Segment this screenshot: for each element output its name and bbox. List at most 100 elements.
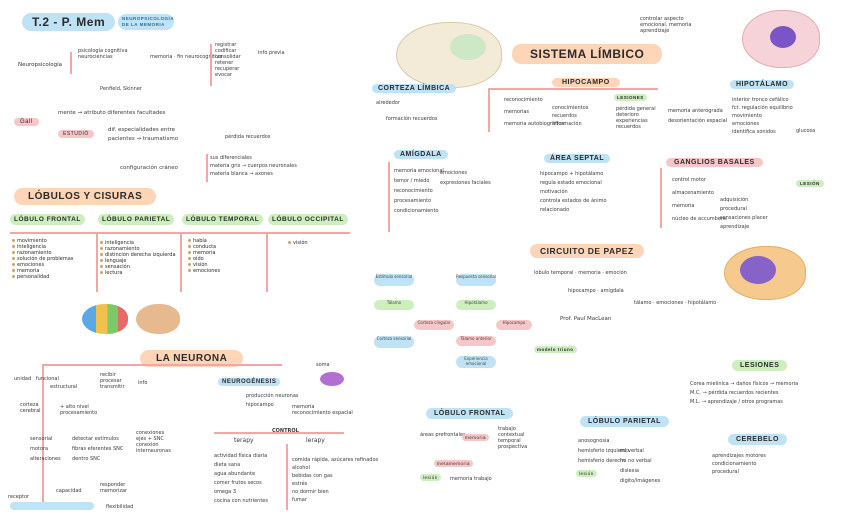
brain-papez-inner	[740, 256, 776, 284]
papez-left: Prof. Paul MacLean	[560, 316, 612, 322]
gall-bracket	[206, 154, 208, 182]
lobfrontal-memtrabajo: memoria trabajo	[450, 476, 492, 482]
control-line	[214, 432, 344, 434]
lobulo-occipital-list: visión	[288, 240, 308, 246]
lobfrontal-left: áreas prefrontales	[420, 432, 466, 438]
hipo-line	[488, 88, 658, 90]
gall-line2c: pérdida recuerdos	[225, 134, 271, 140]
brain-caption: ·	[180, 307, 182, 311]
papez-line1: lóbulo temporal · memoria · emoción	[534, 270, 627, 276]
lerapy-label: lerapy	[306, 437, 325, 444]
lob-div2	[180, 232, 182, 292]
hipotalamo-title: HIPOTÁLAMO	[730, 80, 795, 89]
lob-div1	[96, 232, 98, 292]
flow-box-8: Experiencia emocional	[456, 356, 496, 368]
terapy-label: terapy	[234, 437, 254, 444]
corteza-item2: formación recuerdos	[386, 116, 438, 122]
ganglios-title: GANGLIOS BASALES	[666, 158, 763, 167]
flow-box-5: Corteza cingular	[414, 320, 454, 330]
neurogenesis-label: NEUROGÉNESIS	[218, 378, 281, 386]
control-div	[286, 444, 288, 510]
lobulo-parietal-list: inteligencia razonamiento distinción der…	[100, 240, 176, 276]
lesiones-items: Corea mielínica → daños físicos → memori…	[690, 381, 799, 405]
lobfrontal-memoria: memoria	[462, 434, 490, 441]
brain-section-illustration	[396, 22, 502, 88]
amig-vline	[388, 162, 390, 232]
hipocampo-title: HIPOCAMPO	[552, 78, 620, 87]
lobulo-parietal-title: LÓBULO PARIETAL	[98, 214, 175, 225]
lobfrontal-title: LÓBULO FRONTAL	[426, 408, 514, 419]
flow-box-6: Hipocampo	[496, 320, 532, 330]
brain-lobes-illustration	[82, 304, 128, 334]
lobfrontal-metamemoria: metamemoria	[434, 460, 474, 467]
neurona-blue-bar	[10, 502, 94, 510]
cerebelo-title: CEREBELO	[728, 434, 787, 445]
corteza-title: CORTEZA LÍMBICA	[372, 84, 457, 93]
flow-box-4: Hipotálamo	[456, 300, 496, 310]
ganglios-lesion: LESIÓN	[796, 180, 824, 187]
hipo-lesiones: LESIONES	[614, 94, 647, 101]
gall-line1: mente → atributo diferentes facultades	[58, 110, 166, 116]
lobparietal-title: LÓBULO PARIETAL	[580, 416, 669, 427]
brain-photo-illustration	[136, 304, 180, 334]
neurona-flexibilidad: flexibilidad	[106, 504, 134, 510]
flow-box-3: Tálamo	[374, 300, 414, 310]
lob-div3	[266, 232, 268, 292]
flow-box-7: Corteza sensorial	[374, 336, 414, 348]
page-title: T.2 - P. Mem	[22, 13, 116, 31]
control-label: CONTROL	[272, 428, 299, 434]
neurona-trunk	[42, 364, 44, 504]
hipo-vline	[488, 88, 490, 132]
lobulos-title: LÓBULOS Y CISURAS	[14, 188, 157, 205]
septal-title: ÁREA SEPTAL	[544, 154, 611, 163]
brain-top-right-inner	[770, 26, 796, 48]
gall-estudio: ESTUDIÓ	[58, 130, 94, 138]
neurona-top	[42, 364, 282, 366]
papez-title: CIRCUITO DE PAPEZ	[530, 244, 644, 258]
neuro-far2: info previa	[258, 50, 285, 56]
lobulo-frontal-list: movimiento inteligencia razonamiento sol…	[12, 238, 73, 280]
brain-limbic-inner	[450, 34, 486, 60]
papez-line2: hipocampo · amígdala	[568, 288, 624, 294]
lobulo-temporal-list: habla conducta memoria oído visión emoci…	[188, 238, 220, 274]
neurona-row1: unidad funcional	[14, 376, 59, 382]
lobfrontal-lesion: lesión	[420, 474, 441, 481]
gang-vline	[660, 168, 662, 228]
flow-box-2: Respuesta sensorial	[456, 274, 496, 286]
hipotalamo-glucosa: glucosa	[796, 128, 816, 134]
neurona-receptor: receptor	[8, 494, 30, 500]
neuro-bracket2	[210, 44, 212, 86]
neuro-bracket	[70, 52, 72, 74]
lobulo-occipital-title: LÓBULO OCCIPITAL	[268, 214, 348, 225]
neurona-row1c: info	[138, 380, 148, 386]
neuro-authors: Penfield, Skinner	[100, 86, 142, 92]
lobulo-temporal-title: LÓBULO TEMPORAL	[182, 214, 264, 225]
lobparietal-lesion: lesión	[576, 470, 597, 477]
flow-box-1: Estímulo sensorial	[374, 274, 414, 286]
soma-icon	[320, 372, 344, 386]
neurona-row1-estr: estructural	[50, 384, 78, 390]
lesiones-title: LESIONES	[732, 360, 788, 371]
